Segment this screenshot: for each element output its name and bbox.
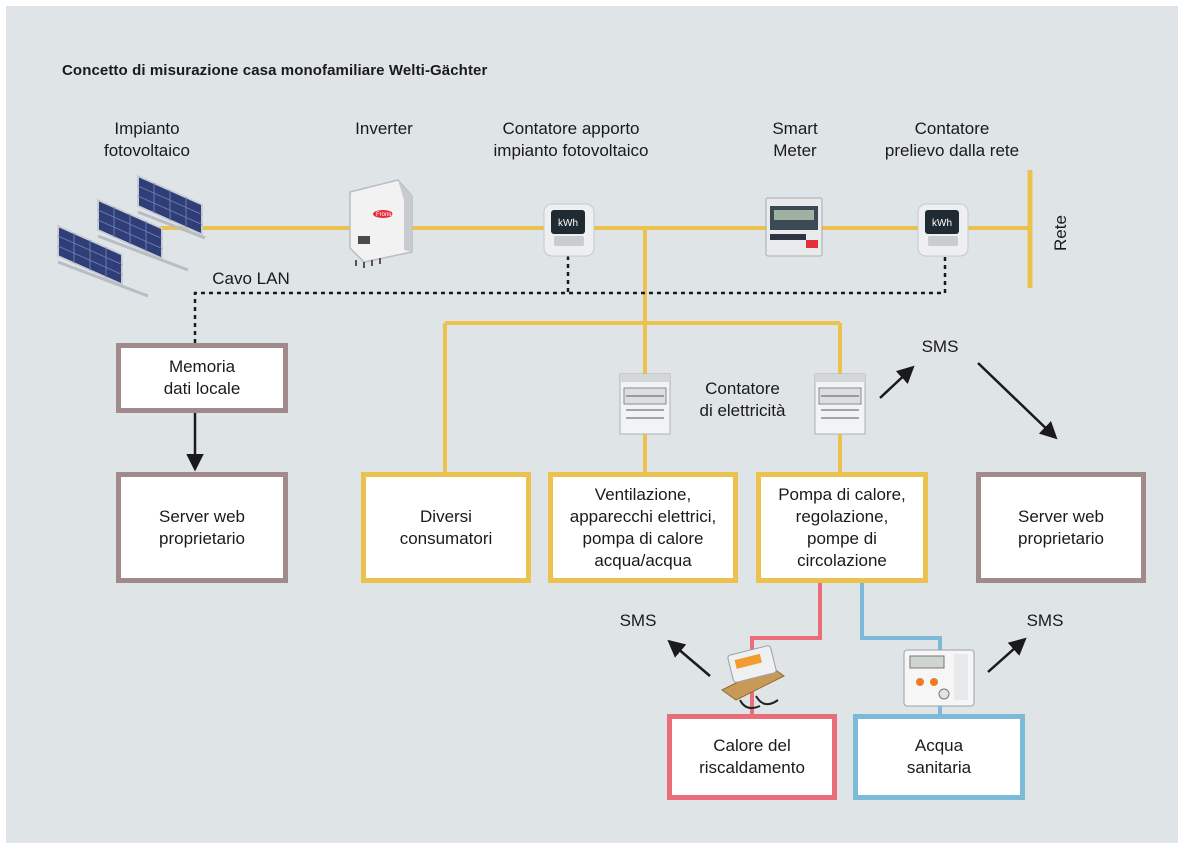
heat-meter-icon <box>721 645 785 709</box>
arrow-water-meter-sms <box>987 637 1027 673</box>
pv-meter-label: Contatore apporto impianto fotovoltaico <box>493 119 649 160</box>
web-server-right-text: Server web proprietario <box>1018 506 1104 548</box>
various-consumers-text: Diversi consumatori <box>399 506 493 548</box>
heating-text: Calore del riscaldamento <box>699 736 805 777</box>
heat-pump-box: Pompa di calore, regolazione, pompe di c… <box>756 472 928 583</box>
hot-water-text: Acqua sanitaria <box>906 736 972 777</box>
ventilation-box: Ventilazione, apparecchi elettrici, pomp… <box>548 472 738 583</box>
water-meter-icon <box>903 649 975 707</box>
diagram-title: Concetto di misurazione casa monofamilia… <box>62 62 488 79</box>
grid-meter-kwh: kWh <box>932 218 952 229</box>
sms-label-heating: SMS <box>619 611 657 630</box>
arrow-meter-to-sms <box>879 365 915 399</box>
local-storage-text: Memoria dati locale <box>163 357 241 398</box>
arrow-heat-meter-sms <box>667 639 711 677</box>
heat-pump-text: Pompa di calore, regolazione, pompe di c… <box>778 484 906 570</box>
pv-plant-label: Impianto fotovoltaico <box>104 119 190 160</box>
ventilation-text: Ventilazione, apparecchi elettrici, pomp… <box>569 484 717 570</box>
electricity-meter-label: Contatore di elettricità <box>699 379 786 420</box>
inverter-brand-text: Fronius <box>376 212 396 218</box>
local-storage-box: Memoria dati locale <box>116 343 288 413</box>
hot-water-box: Acqua sanitaria <box>853 714 1025 800</box>
grid-label: Rete <box>1051 215 1070 251</box>
sms-label-top: SMS <box>921 337 959 356</box>
inverter-label: Inverter <box>355 119 413 138</box>
inverter-icon <box>349 179 413 268</box>
smart-meter-label: Smart Meter <box>772 119 818 160</box>
web-server-left-text: Server web proprietario <box>159 506 245 548</box>
smart-meter-icon <box>765 197 823 257</box>
grid-meter-icon <box>917 203 969 257</box>
sms-label-water: SMS <box>1026 611 1064 630</box>
pv-meter-kwh: kWh <box>558 218 578 229</box>
various-consumers-box: Diversi consumatori <box>361 472 531 583</box>
electricity-meter-icon-2 <box>814 373 866 435</box>
heating-box: Calore del riscaldamento <box>667 714 837 800</box>
diagram-canvas <box>6 6 1178 843</box>
lan-cable-line <box>193 256 947 343</box>
web-server-left-box: Server web proprietario <box>116 472 288 583</box>
grid-meter-label: Contatore prelievo dalla rete <box>884 119 1020 160</box>
solar-panel-icon <box>57 174 206 298</box>
electricity-meter-icon <box>619 373 671 435</box>
arrow-sms-to-server <box>977 362 1058 440</box>
pv-meter-icon <box>543 203 595 257</box>
web-server-right-box: Server web proprietario <box>976 472 1146 583</box>
lan-cable-label: Cavo LAN <box>212 269 290 288</box>
